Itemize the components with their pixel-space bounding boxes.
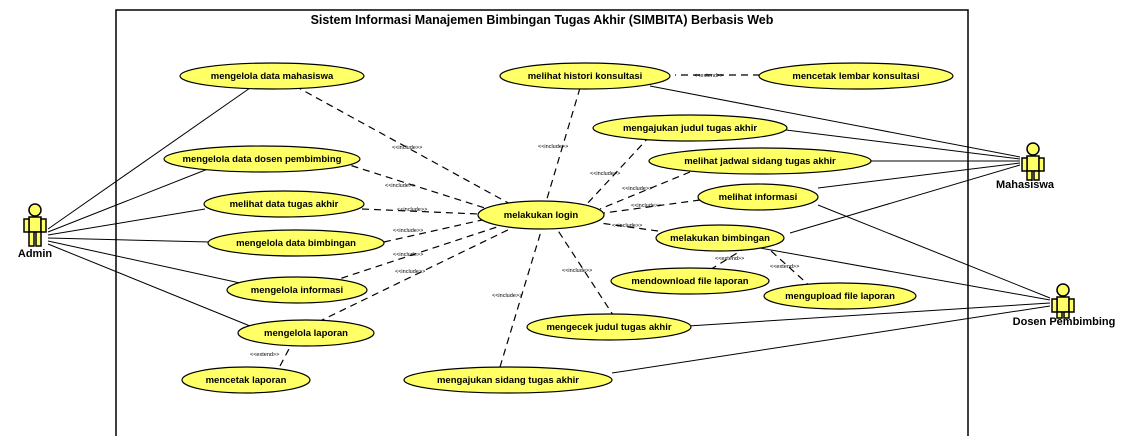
relation-labels: <<include>> <<include>> <<include>> <<in… <box>250 73 799 358</box>
use-case-cetak-lembar[interactable]: mencetak lembar konsultasi <box>758 62 954 90</box>
use-case-ajukan-sidang[interactable]: mengajukan sidang tugas akhir <box>403 366 613 394</box>
use-case-mengelola-mahasiswa[interactable]: mengelola data mahasiswa <box>179 62 365 90</box>
dependencies <box>279 74 813 368</box>
associations <box>47 85 1051 374</box>
include-label: <<include>> <box>385 183 415 189</box>
use-case-label: mencetak lembar konsultasi <box>792 71 919 82</box>
use-case-label: mengelola data bimbingan <box>236 238 356 249</box>
use-case-upload[interactable]: mengupload file laporan <box>763 282 917 310</box>
include-label: <<include>> <box>562 268 592 274</box>
include-label: <<include>> <box>538 144 568 150</box>
use-case-mengelola-dosen[interactable]: mengelola data dosen pembimbing <box>163 145 361 173</box>
include-label: <<include>> <box>393 228 423 234</box>
use-case-melihat-tugas[interactable]: melihat data tugas akhir <box>203 190 365 218</box>
use-case-label: mencetak laporan <box>206 375 287 386</box>
actor-icon <box>1021 142 1045 181</box>
use-case-download[interactable]: mendownload file laporan <box>610 267 770 295</box>
actor-icon <box>23 203 47 247</box>
use-case-label: melihat jadwal sidang tugas akhir <box>684 156 836 167</box>
actor-label: Dosen Pembimbing <box>1013 316 1116 328</box>
use-case-ajukan-judul[interactable]: mengajukan judul tugas akhir <box>592 114 788 142</box>
use-case-label: mengecek judul tugas akhir <box>546 322 671 333</box>
actor-dosen[interactable]: Dosen Pembimbing <box>1013 283 1116 328</box>
use-case-label: mengelola informasi <box>251 285 343 296</box>
use-case-cek-judul[interactable]: mengecek judul tugas akhir <box>526 313 692 341</box>
use-case-mengelola-informasi[interactable]: mengelola informasi <box>226 276 368 304</box>
use-case-mengelola-laporan[interactable]: mengelola laporan <box>237 319 375 347</box>
use-case-bimbingan[interactable]: melakukan bimbingan <box>655 224 785 252</box>
use-case-lihat-informasi[interactable]: melihat informasi <box>697 183 819 211</box>
include-label: <<include>> <box>395 269 425 275</box>
actor-admin[interactable]: Admin <box>18 203 53 260</box>
use-case-label: melihat informasi <box>719 192 798 203</box>
use-case-label: mengelola laporan <box>264 328 348 339</box>
include-label: <<include>> <box>622 186 652 192</box>
extend-label: <<extend>> <box>715 256 744 262</box>
include-label: <<include>> <box>392 145 422 151</box>
use-case-login[interactable]: melakukan login <box>477 200 605 230</box>
use-case-mencetak-laporan[interactable]: mencetak laporan <box>181 366 311 394</box>
use-case-label: melakukan bimbingan <box>670 233 770 244</box>
include-label: <<include>> <box>397 207 427 213</box>
include-label: <<include>> <box>492 293 522 299</box>
extend-label: <<extend>> <box>694 73 723 79</box>
actor-label: Admin <box>18 248 53 260</box>
actor-mahasiswa[interactable]: Mahasiswa <box>996 142 1055 191</box>
use-case-label: melihat data tugas akhir <box>230 199 339 210</box>
include-label: <<include>> <box>590 171 620 177</box>
use-cases: mengelola data mahasiswa mengelola data … <box>163 62 954 394</box>
use-case-label: mengelola data dosen pembimbing <box>183 154 342 165</box>
extend-label: <<extend>> <box>770 264 799 270</box>
include-label: <<include>> <box>612 223 642 229</box>
actor-icon <box>1051 283 1075 319</box>
use-case-label: mengajukan judul tugas akhir <box>623 123 757 134</box>
system-boundary <box>115 9 969 436</box>
use-case-label: mengelola data mahasiswa <box>211 71 334 82</box>
use-case-histori[interactable]: melihat histori konsultasi <box>499 62 671 90</box>
include-label: <<include>> <box>393 252 423 258</box>
actor-label: Mahasiswa <box>996 179 1055 191</box>
use-case-jadwal-sidang[interactable]: melihat jadwal sidang tugas akhir <box>648 147 872 175</box>
use-case-label: mengajukan sidang tugas akhir <box>437 375 579 386</box>
include-label: <<include>> <box>631 203 661 209</box>
use-case-label: mendownload file laporan <box>631 276 748 287</box>
use-case-mengelola-bimbingan[interactable]: mengelola data bimbingan <box>207 229 385 257</box>
use-case-label: melihat histori konsultasi <box>528 71 643 82</box>
use-case-label: mengupload file laporan <box>785 291 895 302</box>
use-case-label: melakukan login <box>504 210 579 221</box>
extend-label: <<extend>> <box>250 352 279 358</box>
system-title: Sistem Informasi Manajemen Bimbingan Tug… <box>311 13 774 27</box>
